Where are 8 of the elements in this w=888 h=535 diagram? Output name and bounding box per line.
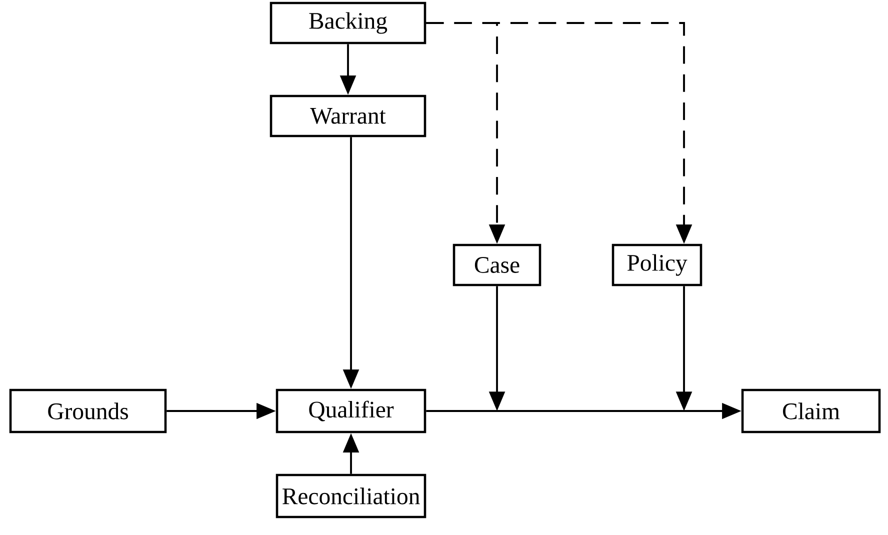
process-box: Case [452,244,542,286]
process-box: Claim [741,388,881,434]
process-box: Grounds [9,388,167,434]
process-box: Qualifier [276,388,426,434]
process-box: Policy [612,244,702,286]
process-box: Reconciliation [276,474,426,518]
process-box: Backing [270,2,426,44]
process-box: Warrant [270,94,426,138]
